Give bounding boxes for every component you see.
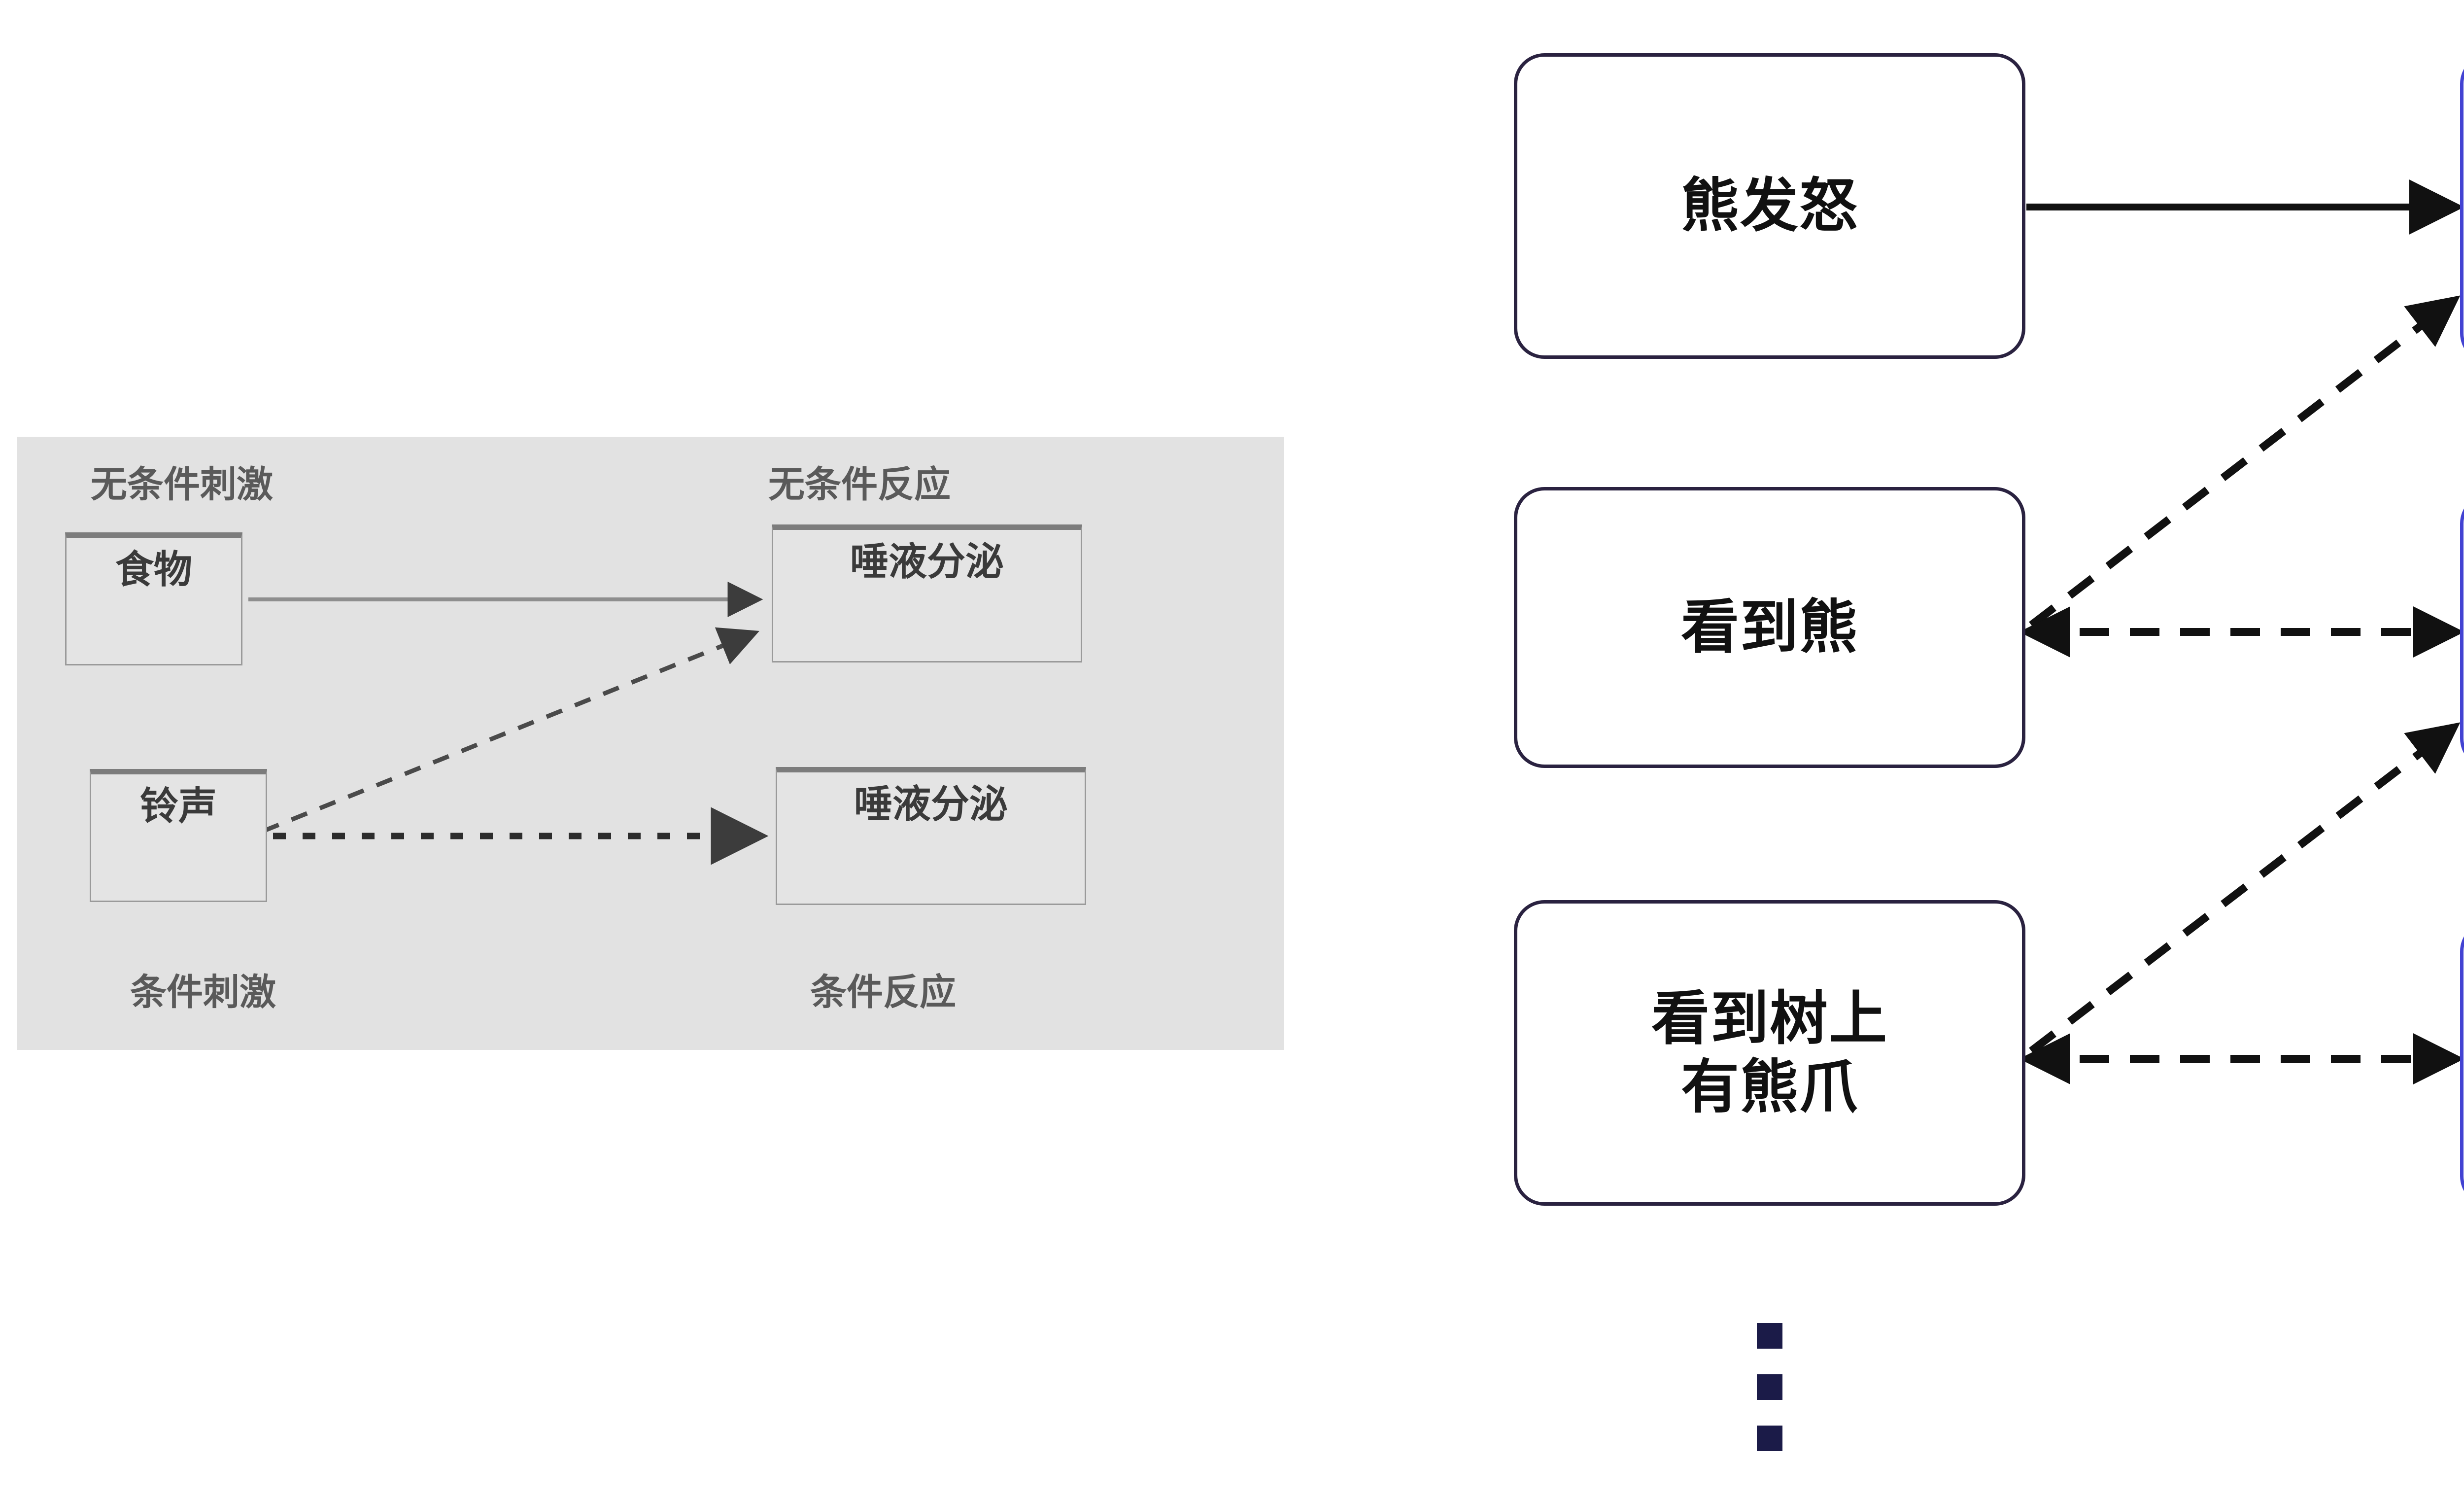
node-see-bear-label: 看到熊 — [1680, 593, 1858, 662]
node-see-bear-claw-label: 看到树上 有熊爪 — [1651, 984, 1888, 1121]
node-see-bear-claw-line2: 有熊爪 — [1680, 1053, 1858, 1121]
cc-box-salivation-unconditioned: 唾液分泌 — [772, 524, 1082, 662]
cc-box-bell-label: 铃声 — [139, 784, 217, 829]
cc-box-salivation-conditioned: 唾液分泌 — [776, 767, 1086, 905]
node-bear-angry-label: 熊发怒 — [1680, 172, 1858, 240]
cc-box-salivation-conditioned-label: 唾液分泌 — [854, 782, 1008, 827]
node-see-bear-claw[interactable]: 看到树上 有熊爪 — [1514, 900, 2025, 1206]
label-conditioned-stimulus: 条件刺激 — [130, 971, 276, 1013]
ellipsis-square — [1757, 1426, 1782, 1451]
cc-box-salivation-unconditioned-label: 唾液分泌 — [850, 540, 1004, 584]
cc-box-food-label: 食物 — [115, 548, 192, 592]
ellipsis-left-column — [1757, 1323, 1782, 1451]
label-unconditioned-stimulus: 无条件刺激 — [91, 463, 273, 506]
node-see-bear-claw-line1: 看到树上 — [1651, 984, 1888, 1052]
classical-conditioning-edges — [248, 582, 769, 865]
node-see-bear[interactable]: 看到熊 — [1514, 487, 2025, 768]
cc-box-food: 食物 — [65, 532, 242, 665]
cc-box-bell: 铃声 — [90, 769, 267, 902]
node-reward[interactable]: 奖励 — [2460, 53, 2464, 364]
node-bear-angry[interactable]: 熊发怒 — [1514, 53, 2025, 359]
ellipsis-square — [1757, 1323, 1782, 1349]
node-value-s-prime[interactable]: V(s′) — [2460, 493, 2464, 769]
node-value-s[interactable]: V(s) — [2460, 921, 2464, 1207]
label-unconditioned-response: 无条件反应 — [768, 463, 951, 506]
classical-conditioning-panel: 无条件刺激 无条件反应 条件刺激 条件反应 食物 铃声 唾液分泌 唾液分泌 — [17, 437, 1284, 1050]
label-conditioned-response: 条件反应 — [810, 971, 956, 1013]
ellipsis-square — [1757, 1374, 1782, 1400]
